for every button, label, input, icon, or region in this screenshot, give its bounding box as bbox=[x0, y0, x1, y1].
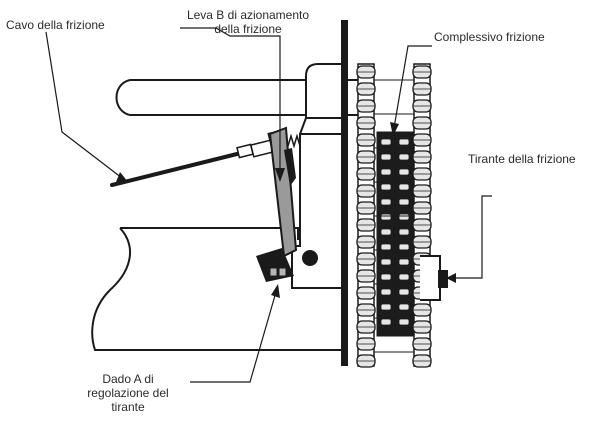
label-lever-b: Leva B di azionamento della frizione bbox=[186, 8, 310, 36]
pushrod-bracket bbox=[420, 255, 448, 301]
leader-arrowheads bbox=[116, 122, 456, 298]
inner-chain-roller bbox=[380, 183, 392, 191]
inner-chain-roller bbox=[398, 318, 410, 326]
label-clutch-assembly: Complessivo frizione bbox=[434, 30, 545, 44]
clutch-sprocket-chains bbox=[356, 63, 432, 368]
clutch-cable bbox=[110, 129, 285, 187]
inner-chain-roller bbox=[380, 288, 392, 296]
arrowhead-cable bbox=[116, 172, 128, 182]
inner-chain-roller bbox=[380, 228, 392, 236]
leader-cable bbox=[45, 31, 123, 179]
inner-chain-roller bbox=[398, 273, 410, 281]
inner-chain-roller bbox=[380, 138, 392, 146]
arrowhead-rod bbox=[446, 273, 456, 283]
inner-chain-roller bbox=[380, 318, 392, 326]
clutch-lever-b bbox=[268, 126, 298, 258]
inner-chain-roller bbox=[398, 183, 410, 191]
arrowhead-assembly bbox=[390, 122, 399, 136]
label-nut-a: Dado A di regolazione del tirante bbox=[87, 372, 169, 414]
arrowhead-lever bbox=[275, 168, 285, 182]
label-clutch-cable: Cavo della frizione bbox=[6, 18, 105, 32]
inner-chain-roller bbox=[398, 213, 410, 221]
inner-chain-roller bbox=[380, 153, 392, 161]
mounting-plate bbox=[341, 20, 348, 366]
inner-chain-roller bbox=[380, 303, 392, 311]
leader-assembly bbox=[393, 45, 432, 129]
inner-chain-roller bbox=[380, 273, 392, 281]
inner-chain-roller bbox=[398, 138, 410, 146]
inner-chain-roller bbox=[398, 288, 410, 296]
inner-chain-roller bbox=[398, 228, 410, 236]
engine-case bbox=[91, 227, 345, 351]
inner-chain-roller bbox=[380, 213, 392, 221]
inner-chain-roller bbox=[398, 198, 410, 206]
inner-chain-roller bbox=[398, 258, 410, 266]
label-clutch-rod: Tirante della frizione bbox=[468, 152, 576, 166]
inner-chain-roller bbox=[398, 303, 410, 311]
inner-chain-roller bbox=[380, 243, 392, 251]
arrowhead-nut bbox=[271, 284, 280, 298]
clutch-housing bbox=[291, 63, 343, 289]
adjusting-nut-a bbox=[256, 248, 318, 282]
leader-lever bbox=[180, 27, 281, 170]
inner-chain-roller bbox=[380, 198, 392, 206]
inner-chain-roller bbox=[380, 168, 392, 176]
leader-rod bbox=[452, 195, 492, 279]
inner-chain-roller bbox=[398, 243, 410, 251]
leader-nut bbox=[190, 291, 277, 383]
inner-chain-roller bbox=[398, 153, 410, 161]
leader-lines bbox=[45, 27, 492, 383]
inner-chain-roller bbox=[380, 258, 392, 266]
inner-chain-roller bbox=[398, 168, 410, 176]
